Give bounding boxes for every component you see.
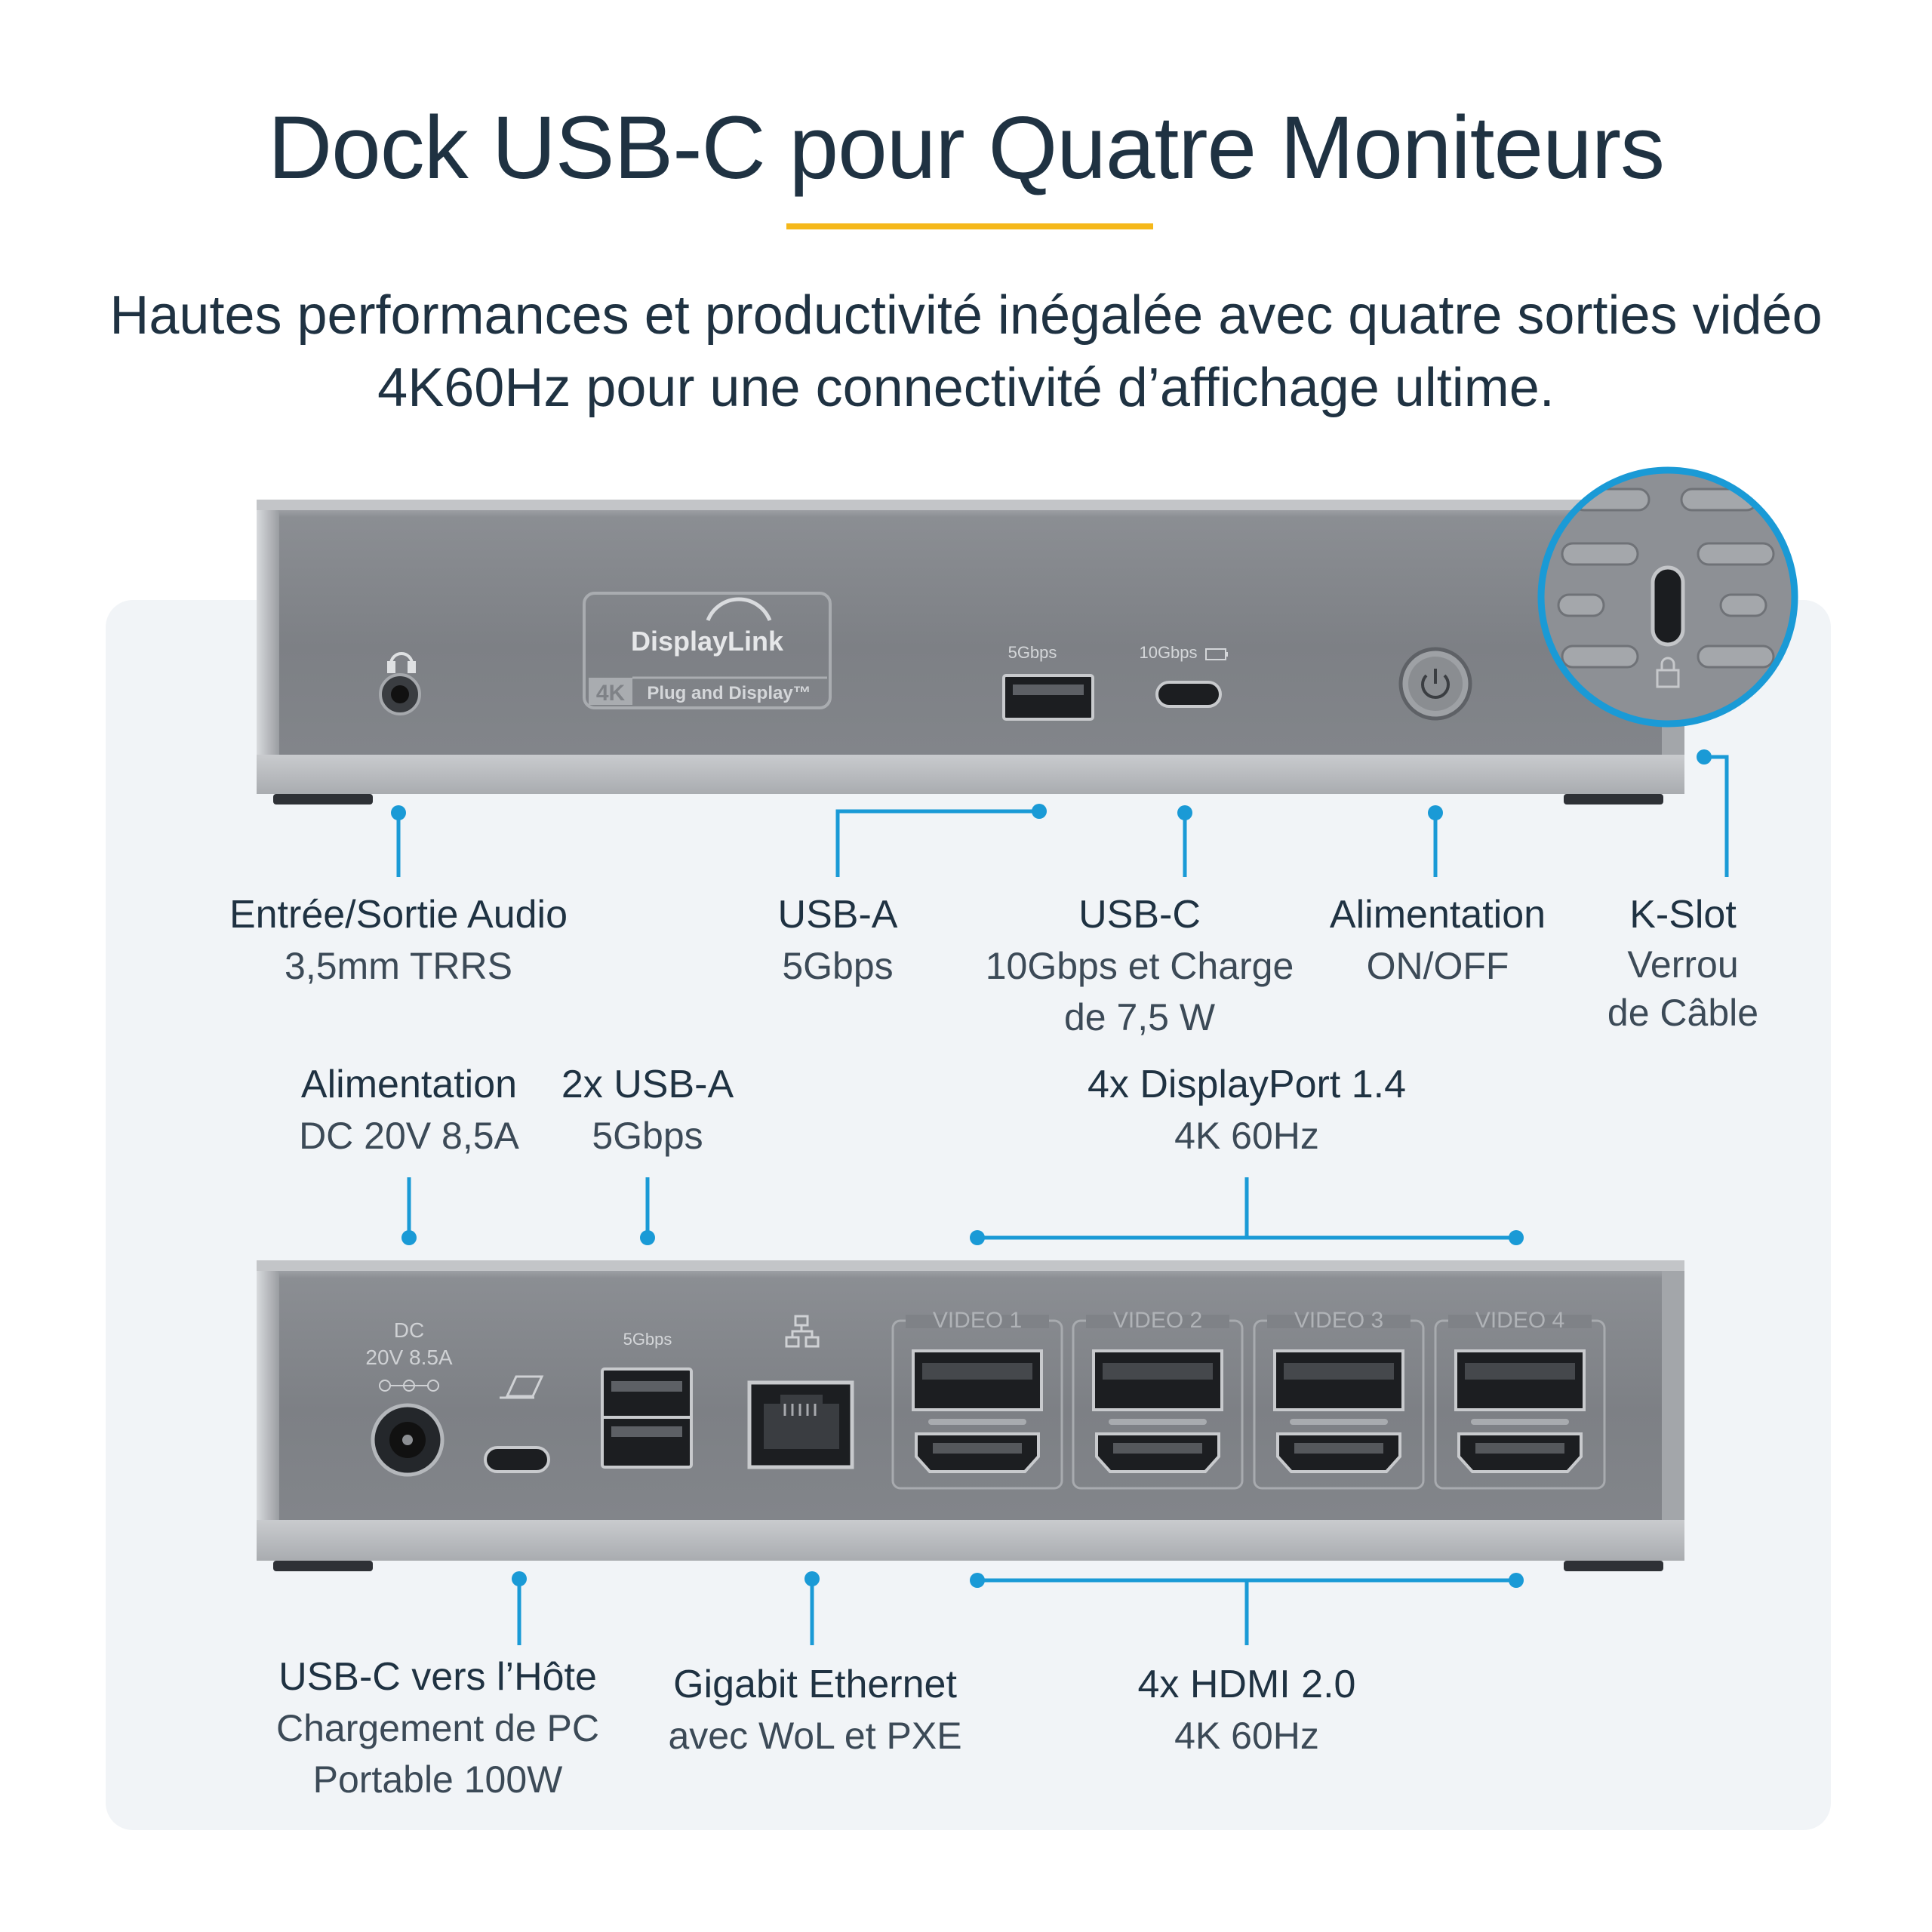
callout-detail: DC 20V 8,5A [299, 1115, 519, 1157]
diagram-panel [106, 600, 1831, 1830]
subtitle-line-2: 4K60Hz pour une connectivité d’affichage… [377, 358, 1555, 418]
laptop-icon [500, 1375, 544, 1399]
accent-underline [786, 223, 1153, 229]
dc-rating: 20V 8.5A [365, 1346, 453, 1369]
callout-detail: 5Gbps [592, 1115, 703, 1157]
video-label-2: VIDEO 2 [1113, 1308, 1202, 1333]
callout-title: USB-C [1078, 893, 1201, 937]
callout-detail: 4K 60Hz [1174, 1715, 1319, 1757]
polarity-icon [379, 1380, 439, 1392]
front-usb-a-port [1002, 674, 1094, 721]
callout-title: Entrée/Sortie Audio [229, 893, 568, 937]
callout-displayport: 4x DisplayPort 1.4 4K 60Hz [1043, 1059, 1451, 1161]
callout-detail: 10Gbps et Charge [985, 945, 1294, 987]
front-usb-c-port [1155, 681, 1222, 708]
front-callout-dots [391, 749, 1712, 820]
callout-title: K-Slot [1629, 893, 1737, 937]
badge-4k: 4K [596, 681, 626, 706]
headset-icon [387, 652, 416, 673]
rear-callout-lines [407, 1177, 1516, 1645]
kslot-zoom [1537, 466, 1798, 728]
callout-title: 4x DisplayPort 1.4 [1088, 1063, 1406, 1106]
badge-brand: DisplayLink [631, 626, 784, 657]
video-label-1: VIDEO 1 [933, 1308, 1022, 1333]
video-label-4: VIDEO 4 [1475, 1308, 1564, 1333]
front-dock [257, 500, 1684, 804]
callout-detail: Verrou [1627, 943, 1739, 986]
badge-plug: Plug and Display™ [647, 683, 811, 703]
video-group-1: VIDEO 1 [891, 1308, 1063, 1490]
lock-icon [1656, 657, 1680, 688]
front-usb-c-speed: 10Gbps [1139, 643, 1197, 662]
callout-ethernet: Gigabit Ethernet avec WoL et PXE [634, 1659, 996, 1761]
callout-title: Alimentation [1329, 893, 1546, 937]
callout-hdmi: 4x HDMI 2.0 4K 60Hz [1058, 1659, 1435, 1761]
rear-usb-a-ports [601, 1367, 693, 1469]
callout-title: USB-C vers l’Hôte [278, 1655, 597, 1699]
rear-usb-c-port [484, 1446, 550, 1473]
video-label-3: VIDEO 3 [1294, 1308, 1383, 1333]
video-group-4: VIDEO 4 [1434, 1308, 1606, 1490]
callout-kslot: K-Slot Verrou de Câble [1592, 889, 1774, 1037]
video-group-3: VIDEO 3 [1253, 1308, 1425, 1490]
callout-title: 2x USB-A [561, 1063, 734, 1106]
subtitle-line-1: Hautes performances et productivité inég… [109, 285, 1823, 346]
callout-title: 4x HDMI 2.0 [1137, 1663, 1356, 1706]
callout-title: Gigabit Ethernet [673, 1663, 957, 1706]
callout-audio: Entrée/Sortie Audio 3,5mm TRRS [180, 889, 617, 992]
page-subtitle: Hautes performances et productivité inég… [75, 279, 1857, 424]
battery-icon [1205, 648, 1228, 660]
power-icon [1421, 669, 1450, 700]
rear-dock [257, 1260, 1684, 1571]
callout-rear-usb-a: 2x USB-A 5Gbps [542, 1059, 753, 1161]
ethernet-port [747, 1380, 854, 1469]
callout-detail: 3,5mm TRRS [285, 945, 512, 987]
callout-detail: 5Gbps [782, 945, 894, 987]
displaylink-badge: DisplayLink 4K Plug and Display™ [583, 592, 832, 709]
rear-usb-a-speed: 5Gbps [623, 1330, 672, 1349]
front-usb-a-speed: 5Gbps [1008, 643, 1057, 662]
video-port-groups: VIDEO 1 VIDEO 2 VIDEO 3 [891, 1308, 1606, 1490]
callout-detail: Portable 100W [312, 1758, 563, 1801]
rear-callout-dots [401, 1230, 1524, 1588]
callout-detail: Chargement de PC [275, 1707, 599, 1749]
callout-power-button: Alimentation ON/OFF [1306, 889, 1570, 992]
callout-front-usb-c: USB-C 10Gbps et Charge de 7,5 W [966, 889, 1313, 1043]
callout-title: Alimentation [300, 1063, 518, 1106]
video-group-2: VIDEO 2 [1072, 1308, 1244, 1490]
audio-jack [379, 673, 421, 715]
callout-dc-power: Alimentation DC 20V 8,5A [266, 1059, 552, 1161]
callout-front-usb-a: USB-A 5Gbps [724, 889, 951, 992]
network-icon [785, 1315, 820, 1348]
callout-detail: 4K 60Hz [1174, 1115, 1319, 1157]
callout-usb-c-host: USB-C vers l’Hôte Chargement de PC Porta… [249, 1651, 626, 1805]
callout-detail: avec WoL et PXE [668, 1715, 962, 1757]
callout-detail: de 7,5 W [1063, 996, 1216, 1038]
page-title: Dock USB-C pour Quatre Moniteurs [267, 98, 1665, 198]
callout-title: USB-A [777, 893, 898, 937]
callout-detail: ON/OFF [1366, 945, 1509, 987]
dc-jack [371, 1403, 445, 1477]
dc-label: DC [394, 1318, 424, 1342]
power-button [1398, 647, 1472, 721]
callout-detail: de Câble [1607, 992, 1759, 1034]
